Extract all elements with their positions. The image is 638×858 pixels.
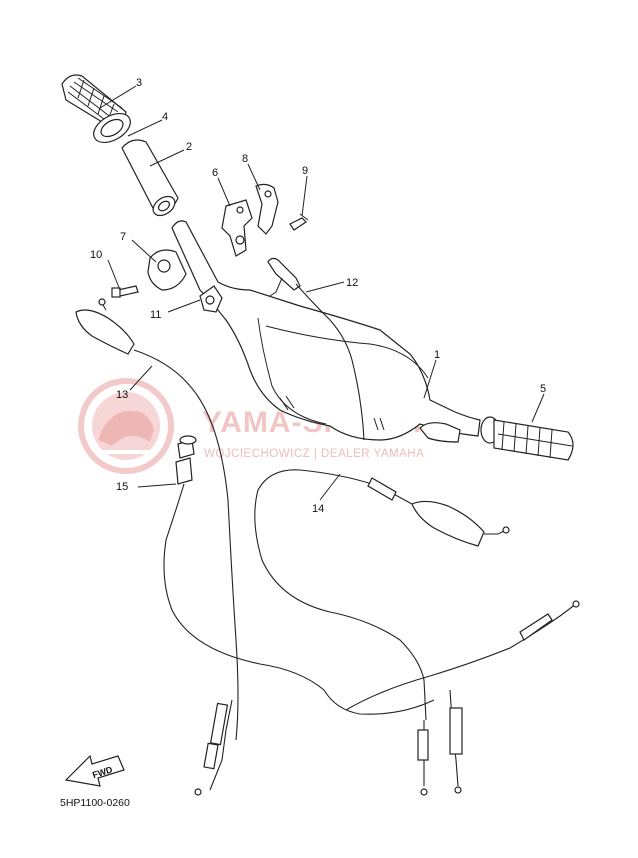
leader-lines <box>99 85 545 501</box>
callout-1: 1 <box>434 349 440 361</box>
throttle-grip-tube <box>121 139 179 217</box>
lever-holder <box>221 199 253 257</box>
callout-3: 3 <box>136 77 142 89</box>
grip-collar <box>93 112 131 144</box>
callout-4: 4 <box>162 111 168 123</box>
callout-13: 13 <box>116 389 128 401</box>
callouts: 3 4 2 6 8 9 7 10 11 12 1 5 13 14 15 <box>90 77 546 515</box>
callout-7: 7 <box>120 231 126 243</box>
callout-5: 5 <box>540 383 546 395</box>
lever <box>255 183 279 235</box>
callout-15: 15 <box>116 481 128 493</box>
clamp-bolt <box>199 285 223 313</box>
watermark-logo <box>78 378 174 474</box>
callout-12: 12 <box>346 277 358 289</box>
callout-14: 14 <box>312 503 324 515</box>
callout-2: 2 <box>186 141 192 153</box>
diagram-code: 5HP1100-0260 <box>60 797 130 809</box>
callout-8: 8 <box>242 153 248 165</box>
callout-9: 9 <box>302 165 308 177</box>
callout-11: 11 <box>150 309 161 321</box>
callout-10: 10 <box>90 249 102 261</box>
clutch-cable <box>254 469 510 721</box>
lower-cable-run <box>194 600 580 796</box>
clutch-lever-and-cable <box>75 298 239 741</box>
forward-arrow-icon: FWD <box>64 754 125 787</box>
watermark-subtitle: WOJCIECHOWICZ | DEALER YAMAHA <box>204 448 424 460</box>
throttle-cable <box>163 435 435 715</box>
handlebar <box>171 220 481 443</box>
callout-6: 6 <box>212 167 218 179</box>
throttle-housing <box>147 249 187 291</box>
screw-10 <box>111 285 139 298</box>
screw-9 <box>289 213 309 231</box>
hot-start-cable <box>267 257 365 441</box>
right-grip <box>480 416 574 461</box>
